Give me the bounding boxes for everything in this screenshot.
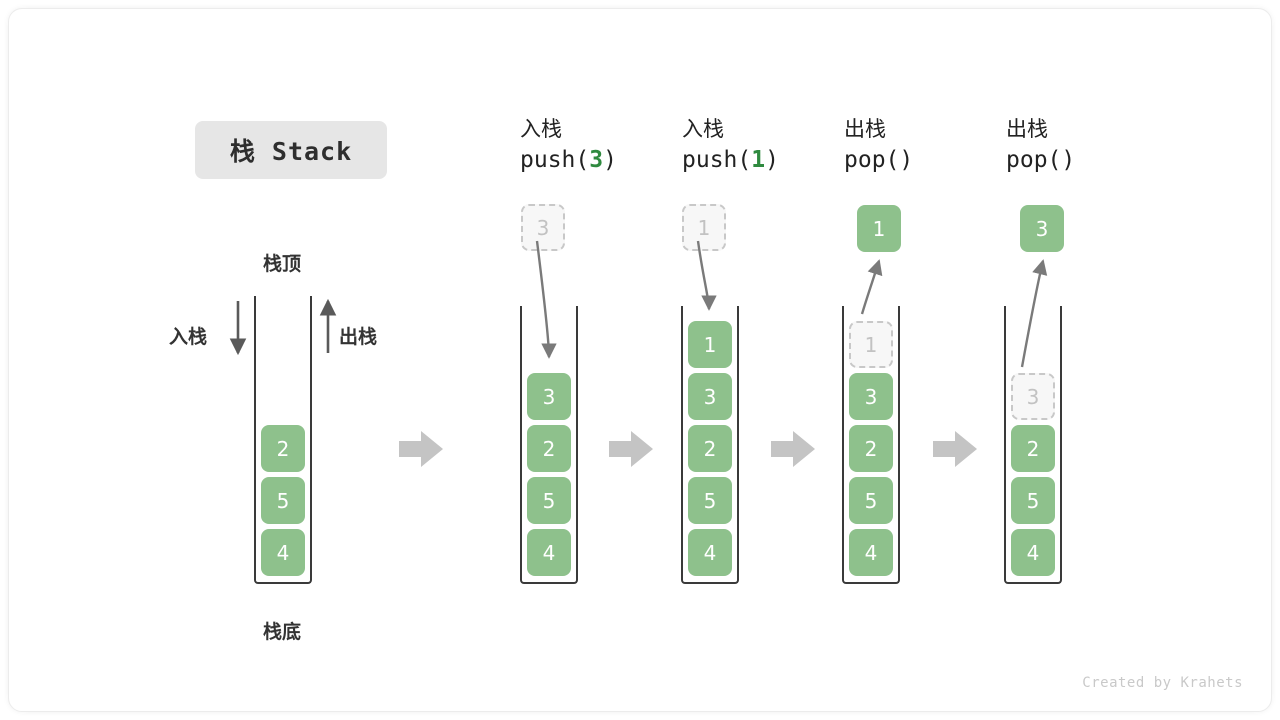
operation-caption-push-3: 入栈 push(3) xyxy=(520,114,690,178)
flow-arrow-icon xyxy=(933,431,977,467)
stack-cell: 4 xyxy=(849,529,893,576)
operation-caption-pop-3: 出栈 pop() xyxy=(1006,114,1176,178)
operation-code: push(3) xyxy=(520,144,690,177)
operation-label: 出栈 xyxy=(1006,117,1048,141)
stack-cell: 5 xyxy=(527,477,571,524)
code-prefix: push( xyxy=(520,147,590,174)
stack-cell: 5 xyxy=(849,477,893,524)
flow-arrow-icon xyxy=(399,431,443,467)
flow-arrow-icon xyxy=(609,431,653,467)
vacated-ghost-cell: 3 xyxy=(1011,373,1055,420)
diagram-card: 栈 Stack 栈顶 栈底 入栈 出栈 2 5 4 入栈 push(3) 3 3… xyxy=(8,8,1272,712)
stack-cell: 2 xyxy=(527,425,571,472)
code-suffix: ) xyxy=(765,147,779,174)
code-prefix: pop( xyxy=(1006,147,1062,174)
stack-cell: 3 xyxy=(688,373,732,420)
stack-cell: 4 xyxy=(261,529,305,576)
push-direction-label: 入栈 xyxy=(169,326,208,348)
push-transfer-arrow-icon xyxy=(696,240,717,311)
code-suffix: ) xyxy=(603,147,617,174)
credit-text: Created by Krahets xyxy=(1082,675,1243,691)
incoming-ghost-cell: 1 xyxy=(682,204,726,251)
pop-direction-label: 出栈 xyxy=(339,326,378,348)
stack-cell: 3 xyxy=(849,373,893,420)
code-suffix: ) xyxy=(899,147,914,174)
stack-cell: 2 xyxy=(688,425,732,472)
code-argument: 3 xyxy=(589,147,604,174)
operation-code: push(1) xyxy=(682,144,852,177)
stack-cell: 5 xyxy=(1011,477,1055,524)
operation-code: pop() xyxy=(1006,144,1176,177)
stack-cell: 4 xyxy=(688,529,732,576)
stack-cell: 5 xyxy=(688,477,732,524)
popped-cell: 1 xyxy=(857,205,901,252)
stack-cell: 4 xyxy=(527,529,571,576)
stack-cell: 2 xyxy=(849,425,893,472)
stack-cell: 3 xyxy=(527,373,571,420)
stack-cell: 2 xyxy=(261,425,305,472)
operation-caption-pop-1: 出栈 pop() xyxy=(844,114,1014,178)
stack-cell: 2 xyxy=(1011,425,1055,472)
incoming-ghost-cell: 3 xyxy=(521,204,565,251)
code-prefix: push( xyxy=(682,147,752,174)
operation-label: 入栈 xyxy=(520,117,562,141)
vacated-ghost-cell: 1 xyxy=(849,321,893,368)
stack-top-label: 栈顶 xyxy=(263,253,302,275)
stack-cell: 5 xyxy=(261,477,305,524)
stack-bottom-label: 栈底 xyxy=(263,621,302,643)
code-suffix: ) xyxy=(1061,147,1076,174)
code-prefix: pop( xyxy=(844,147,900,174)
title-badge: 栈 Stack xyxy=(195,121,387,179)
code-argument: 1 xyxy=(751,147,766,174)
operation-code: pop() xyxy=(844,144,1014,177)
popped-cell: 3 xyxy=(1020,205,1064,252)
operation-caption-push-1: 入栈 push(1) xyxy=(682,114,852,178)
stack-cell: 1 xyxy=(688,321,732,368)
flow-arrow-icon xyxy=(771,431,815,467)
stack-cell: 4 xyxy=(1011,529,1055,576)
operation-label: 入栈 xyxy=(682,117,724,141)
operation-label: 出栈 xyxy=(844,117,886,141)
